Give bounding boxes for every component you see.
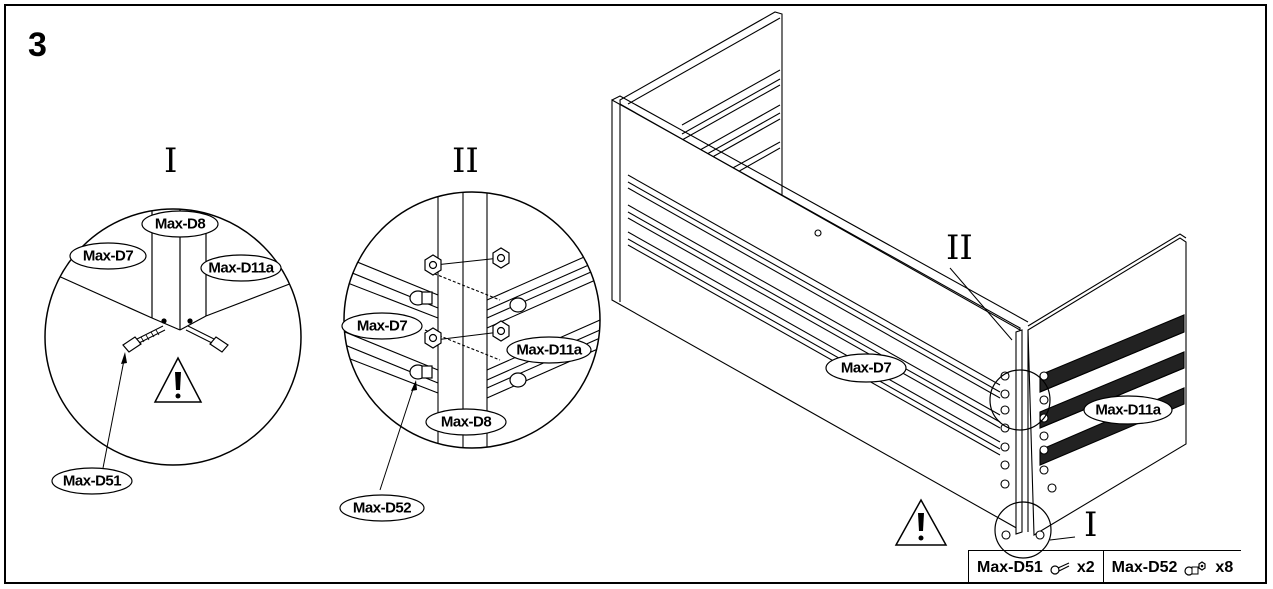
legend-part-name: Max-D51 [977,558,1043,576]
label-max-d11a: Max-D11a [208,259,274,277]
detail-two-marker: II [452,141,479,181]
bolt-icon [409,290,527,388]
label-max-d11a: Max-D11a [516,341,582,359]
bolt-nut-icon [1184,560,1207,576]
screw-left-icon [122,325,166,353]
legend-item-d52: Max-D52 x8 [1102,551,1242,584]
label-max-d51: Max-D51 [62,472,122,490]
screw-icon [1050,561,1070,575]
label-max-d7: Max-D7 [82,247,134,265]
legend-part-qty: x8 [1215,558,1234,576]
callout-two-marker: II [946,228,973,268]
nut-icon [424,247,510,349]
step-number: 3 [28,26,47,64]
label-max-d8: Max-D8 [154,215,206,233]
legend-part-name: Max-D52 [1111,558,1178,576]
detail-one-marker: I [164,141,178,181]
label-max-d52: Max-D52 [352,499,412,517]
raised-bed-isometric-view [611,11,1187,540]
callout-one-marker: I [1084,505,1098,545]
label-max-d7: Max-D7 [840,359,892,377]
warning-icon-main [894,498,948,546]
detail-one-magnifier [44,208,302,495]
label-max-d8: Max-D8 [440,413,492,431]
legend-part-qty: x2 [1076,558,1095,576]
parts-legend: Max-D51 x2 Max-D52 x8 [968,550,1242,584]
label-max-d7: Max-D7 [356,317,408,335]
screw-right-icon [185,325,229,353]
legend-item-d51: Max-D51 x2 [969,551,1103,584]
detail-two-magnifier [339,191,601,522]
page-border [4,4,1267,584]
warning-icon [153,356,203,403]
label-max-d11a: Max-D11a [1095,401,1161,419]
